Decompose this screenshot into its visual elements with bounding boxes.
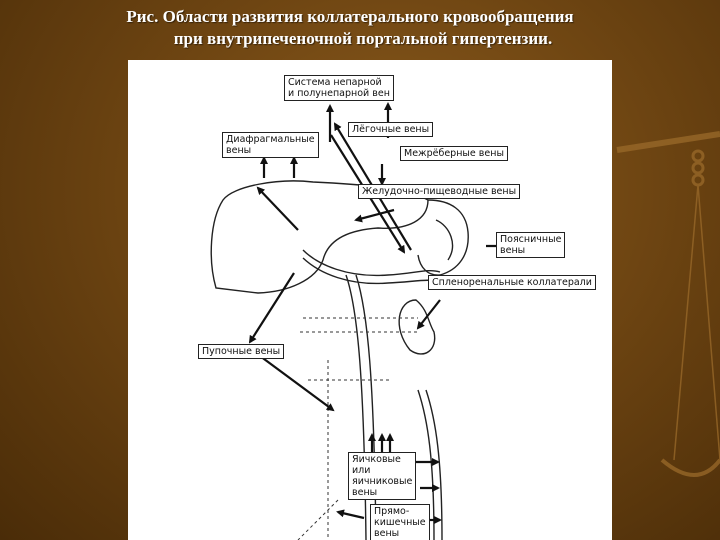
label-diaphragm-line2: вены xyxy=(226,145,252,156)
label-lumbar-line2: вены xyxy=(500,245,526,256)
label-gonadal: Яичковые или яичниковые вены xyxy=(348,452,417,500)
liver-outline xyxy=(210,180,429,294)
label-umbilical: Пупочные вены xyxy=(198,344,285,359)
label-splenorenal: Спленоренальные коллатерали xyxy=(428,275,596,290)
label-rectal-line1: Прямо- xyxy=(374,506,410,517)
label-rectal-line3: вены xyxy=(374,528,400,539)
title-line-2: при внутрипеченочной портальной гипертен… xyxy=(173,29,553,48)
label-diaphragm: Диафрагмальные вены xyxy=(222,132,319,158)
label-gonadal-line4: вены xyxy=(352,487,378,498)
label-gastroesophageal: Желудочно-пищеводные вены xyxy=(358,184,521,199)
title-line-1: Рис. Области развития коллатерального кр… xyxy=(126,7,574,26)
portal-vein xyxy=(302,249,441,277)
slide-title: Рис. Области развития коллатерального кр… xyxy=(0,6,720,50)
arrow-umbilical-up xyxy=(248,272,295,344)
diagram-drawing xyxy=(210,102,538,540)
label-azygos-line1: Система непарной xyxy=(288,77,382,88)
kidney-outline xyxy=(398,299,436,355)
label-gonadal-line1: Яичковые xyxy=(352,454,401,465)
arrow-umbilical-down xyxy=(259,355,335,412)
label-diaphragm-line1: Диафрагмальные xyxy=(226,134,315,145)
label-pulmonary: Лёгочные вены xyxy=(348,122,434,137)
arrow-splenorenal xyxy=(416,299,441,330)
label-rectal: Прямо- кишечные вены xyxy=(370,504,430,540)
label-azygos-line2: и полунепарной вен xyxy=(288,88,390,99)
label-azygos: Система непарной и полунепарной вен xyxy=(284,75,394,101)
label-gonadal-line2: или xyxy=(352,465,371,476)
label-intercostal: Межрёберные вены xyxy=(400,146,508,161)
label-rectal-line2: кишечные xyxy=(374,517,426,528)
label-gonadal-line3: яичниковые xyxy=(352,476,413,487)
scales-decoration xyxy=(616,131,720,477)
portal-hypertension-diagram: Система непарной и полунепарной вен Лёго… xyxy=(128,60,612,540)
vena-cava xyxy=(345,274,367,540)
label-lumbar-line1: Поясничные xyxy=(500,234,562,245)
label-lumbar: Поясничные вены xyxy=(496,232,566,258)
